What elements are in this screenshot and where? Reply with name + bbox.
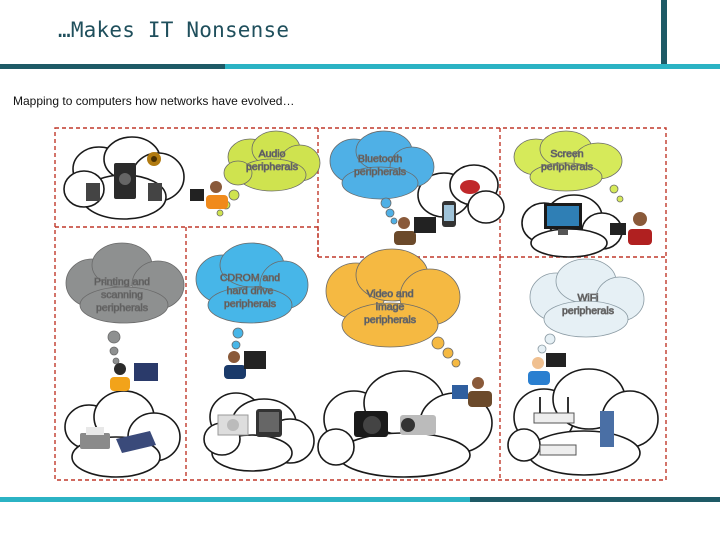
bubble-line: Bluetooth <box>358 153 403 165</box>
bubble-line: WiFi <box>578 292 599 304</box>
user-icon <box>528 353 566 385</box>
slide-title: …Makes IT Nonsense <box>58 18 290 42</box>
camera-icon <box>354 411 388 437</box>
bubble-line: peripherals <box>354 166 406 178</box>
header-rule-light <box>225 64 720 69</box>
modem-icon <box>600 411 614 447</box>
user-icon <box>394 217 436 245</box>
footer-rule-light <box>0 497 470 502</box>
user-icon <box>110 363 158 391</box>
slide-subtitle: Mapping to computers how networks have e… <box>13 94 295 108</box>
hard-drive-icon <box>256 409 282 437</box>
wifi-hardware-cloud <box>507 368 659 476</box>
bubble-line: hard drive <box>227 285 274 297</box>
bubble-line: peripherals <box>224 298 276 310</box>
bubble-line: peripherals <box>364 314 416 326</box>
bubble-line: CDROM and <box>220 272 280 284</box>
bubble-line: Printing and <box>94 276 150 288</box>
user-icon <box>610 212 652 245</box>
speakers-icon <box>86 183 162 201</box>
subwoofer-icon <box>114 163 136 199</box>
user-icon <box>452 377 492 407</box>
bubble-line: image <box>376 301 405 313</box>
printer-icon <box>80 427 110 449</box>
bubble-line: peripherals <box>562 305 614 317</box>
user-icon <box>224 351 266 379</box>
monitor-icon <box>544 203 582 235</box>
router-icon <box>533 397 577 456</box>
bubble-line: Audio <box>259 148 286 160</box>
loudspeaker-icon <box>147 152 161 166</box>
grid-lines <box>54 127 667 481</box>
bluetooth-hardware-cloud <box>417 164 505 224</box>
phone-icon <box>442 201 456 227</box>
bubble-line: peripherals <box>541 161 593 173</box>
bubble-line: Video and <box>366 288 413 300</box>
mouse-icon <box>460 180 480 194</box>
bubble-line: peripherals <box>96 302 148 314</box>
user-icon <box>190 181 228 209</box>
accent-bar <box>661 0 667 66</box>
cd-drive-icon <box>217 414 249 436</box>
scanner-icon <box>116 431 156 453</box>
video-camera-icon <box>400 415 436 435</box>
device-icons <box>80 152 652 456</box>
bubble-line: scanning <box>101 289 143 301</box>
header-rule-dark <box>0 64 225 69</box>
bubble-line: peripherals <box>246 161 298 173</box>
footer-rule-dark <box>470 497 720 502</box>
bubble-line: Screen <box>550 148 583 160</box>
